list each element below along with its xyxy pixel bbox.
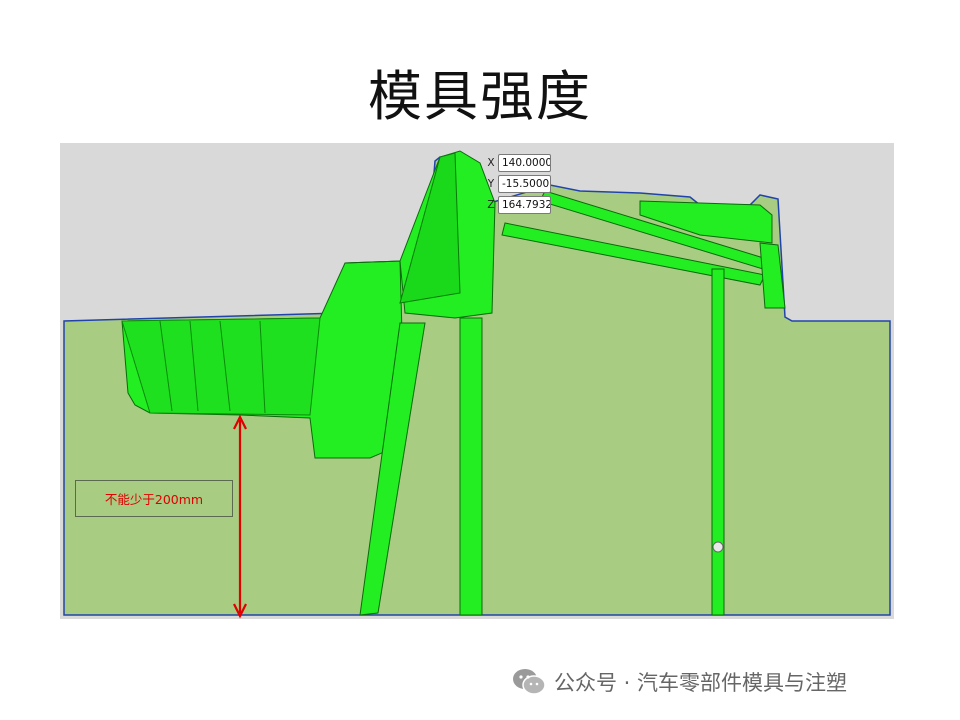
ejector-pin-vertical	[459, 317, 483, 616]
coord-z-field[interactable]: 164.7932	[498, 195, 551, 214]
annotation-box: 不能少于200mm	[75, 480, 233, 517]
lifter-angled	[359, 322, 426, 616]
coordinate-panel: X 140.0000 Y -15.5000 Z 164.7932	[484, 152, 551, 215]
coord-y-label: Y	[487, 177, 495, 190]
wechat-icon	[513, 669, 546, 695]
cad-drawing	[60, 143, 894, 619]
part-left-body	[121, 317, 321, 416]
arrowhead-top	[233, 414, 247, 430]
coord-z-label: Z	[487, 198, 495, 211]
ejector-pin-right	[711, 268, 725, 616]
watermark: 公众号 · 汽车零部件模具与注塑	[512, 666, 847, 698]
annotation-text: 不能少于200mm	[104, 492, 204, 507]
coord-row-x: X 140.0000	[484, 152, 551, 173]
part-slanted-face	[399, 152, 461, 304]
arrowhead-bottom	[233, 603, 247, 619]
cad-viewport[interactable]	[60, 143, 894, 619]
coord-row-z: Z 164.7932	[484, 194, 551, 215]
lifter-bar-top	[501, 222, 766, 286]
part-right-tip	[759, 242, 786, 309]
cooling-hole	[712, 541, 724, 553]
part-rib	[259, 320, 266, 414]
coord-x-field[interactable]: 140.0000	[498, 153, 551, 172]
watermark-text: 公众号 · 汽车零部件模具与注塑	[554, 671, 848, 695]
part-rib	[219, 320, 231, 412]
slide-title: 模具强度	[368, 65, 592, 128]
coord-y-field[interactable]: -15.5000	[498, 174, 551, 193]
part-right-block	[639, 200, 773, 244]
coord-x-label: X	[487, 156, 495, 169]
part-rib	[189, 320, 199, 412]
part-rib	[159, 320, 173, 412]
coord-row-y: Y -15.5000	[484, 173, 551, 194]
